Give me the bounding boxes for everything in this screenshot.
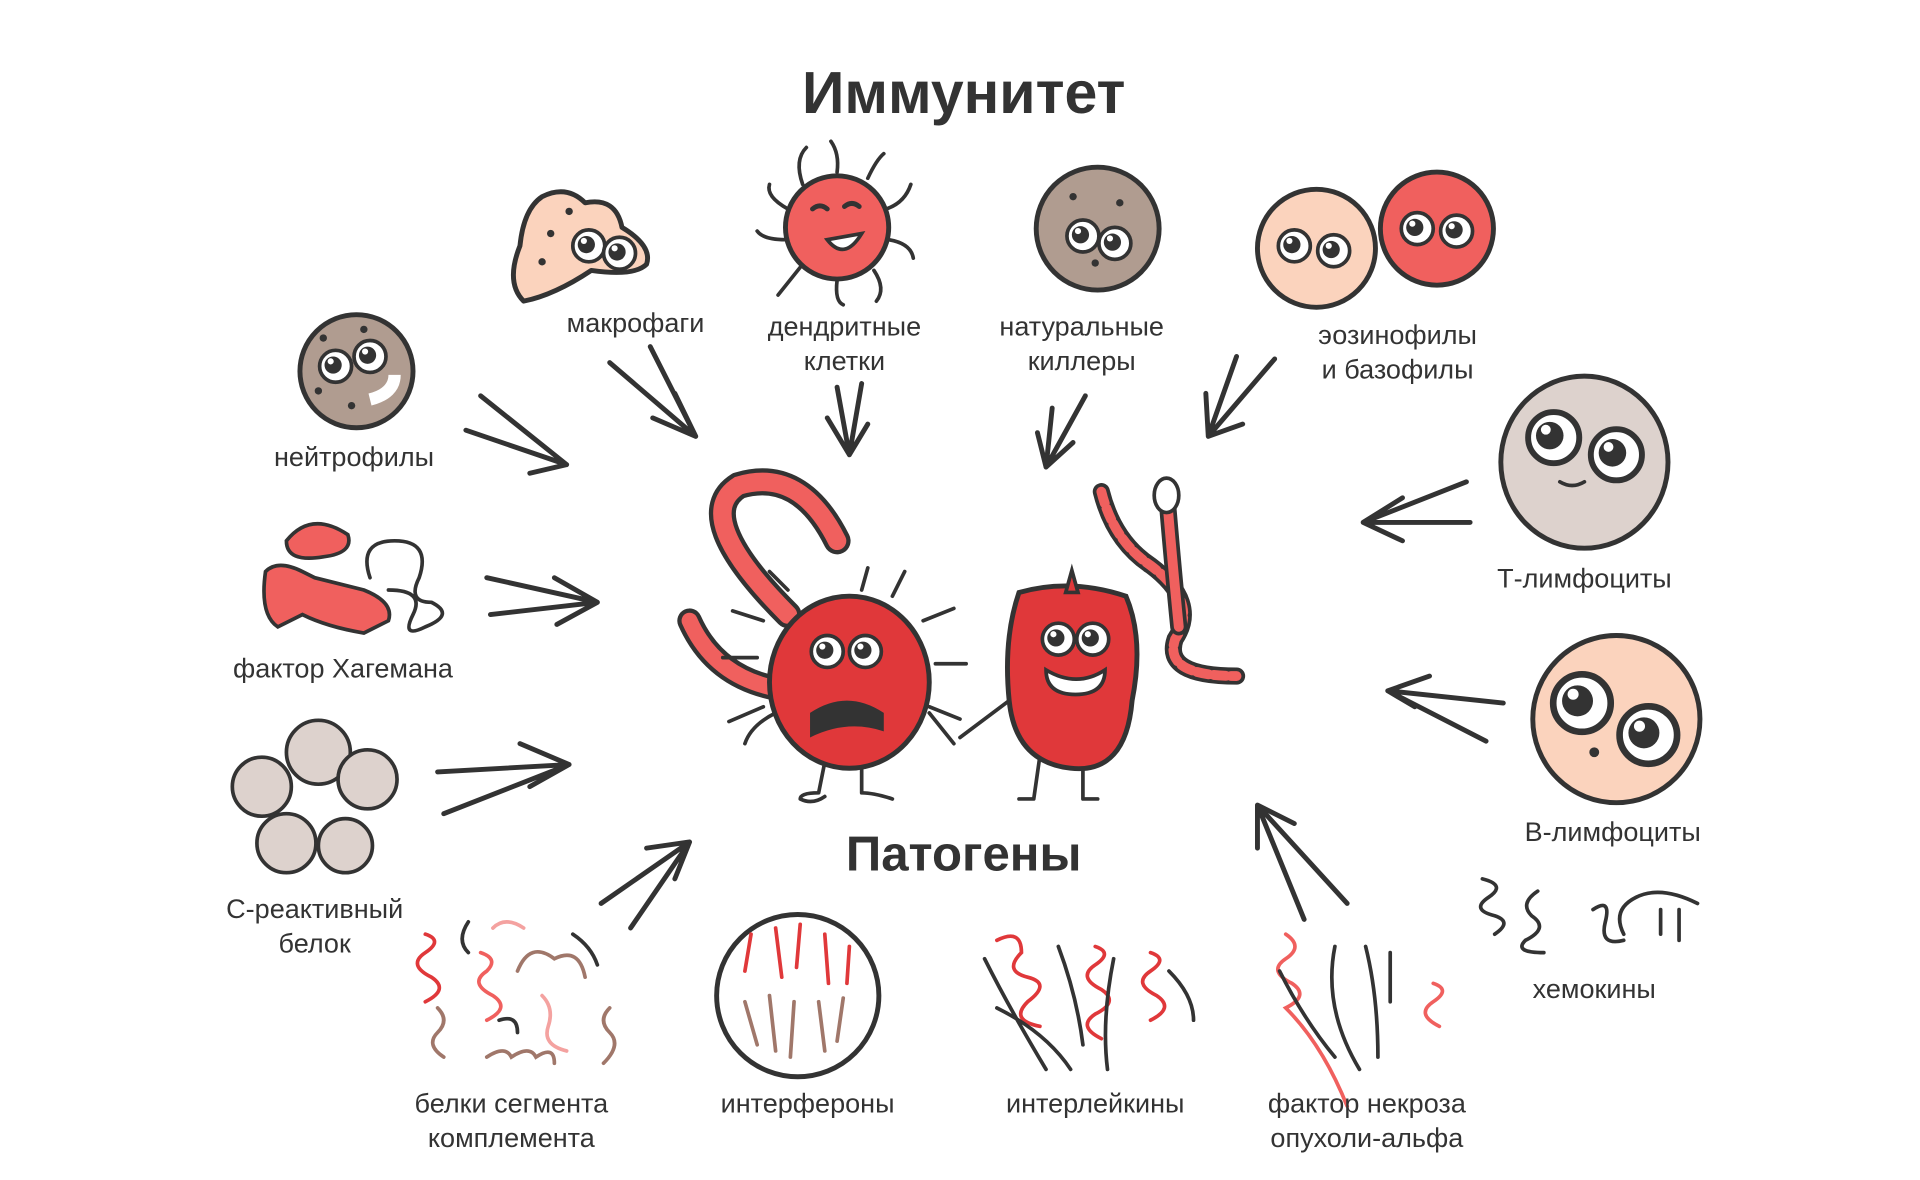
arrow-icon <box>1360 479 1473 544</box>
label-dendritic-1: дендритные <box>768 312 921 342</box>
labels: макрофаги дендритные клетки натуральные … <box>226 308 1701 1153</box>
natural-killer-icon <box>1033 164 1162 293</box>
label-eosinophils-2: и базофилы <box>1322 355 1474 385</box>
label-neutrophils: нейтрофилы <box>274 442 434 472</box>
arrow-icon <box>1255 802 1350 922</box>
arrows <box>435 344 1506 931</box>
arrow-icon <box>1385 673 1506 744</box>
label-nk-2: киллеры <box>1028 346 1136 376</box>
title: Иммунитет <box>802 60 1125 126</box>
arrow-icon <box>824 381 871 458</box>
label-tnf-1: фактор некроза <box>1268 1088 1467 1118</box>
arrow-icon <box>435 741 572 817</box>
arrow-icon <box>1203 354 1278 439</box>
arrow-icon <box>1034 393 1088 470</box>
label-interferons: интерфероны <box>721 1088 895 1118</box>
b-lymphocyte-icon <box>1530 633 1703 806</box>
arrow-icon <box>463 393 570 476</box>
label-eosinophils-1: эозинофилы <box>1318 320 1477 350</box>
label-crp-1: С-реактивный <box>226 894 403 924</box>
label-t-lymphocytes: Т-лимфоциты <box>1497 564 1672 594</box>
arrow-icon <box>607 344 699 439</box>
hageman-factor-icon <box>262 521 445 635</box>
interferons-icon <box>714 912 882 1080</box>
label-dendritic-2: клетки <box>804 346 885 376</box>
arrow-icon <box>598 839 693 931</box>
t-lymphocyte-icon <box>1498 373 1671 551</box>
label-interleukins: интерлейкины <box>1006 1088 1184 1118</box>
tnf-alpha-icon <box>1276 932 1445 1109</box>
arrow-icon <box>484 575 600 627</box>
label-crp-2: белок <box>279 929 351 959</box>
label-macrophages: макрофаги <box>567 308 705 338</box>
label-nk-1: натуральные <box>999 312 1164 342</box>
pathogens-label: Патогены <box>846 826 1082 881</box>
label-hageman: фактор Хагемана <box>233 653 454 683</box>
label-b-lymphocytes: В-лимфоциты <box>1525 817 1701 847</box>
macrophage-icon <box>511 189 650 304</box>
label-chemokines: хемокины <box>1533 974 1656 1004</box>
pathogens-illustration <box>677 468 1246 804</box>
chemokines-icon <box>1478 877 1700 955</box>
eosinophil-basophil-icon <box>1255 169 1496 310</box>
label-tnf-2: опухоли-альфа <box>1270 1123 1464 1153</box>
neutrophil-icon <box>297 312 416 431</box>
c-reactive-protein-icon <box>230 718 399 875</box>
dendritic-cell-icon <box>755 139 916 307</box>
complement-proteins-icon <box>415 920 617 1066</box>
label-complement-1: белки сегмента <box>415 1088 610 1118</box>
interleukins-icon <box>982 934 1196 1072</box>
label-complement-2: комплемента <box>428 1123 596 1153</box>
